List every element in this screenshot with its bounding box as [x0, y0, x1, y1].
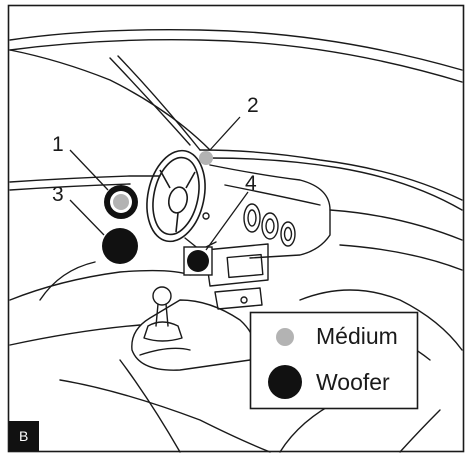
- speaker-1-medium: [104, 185, 138, 219]
- legend-medium-label: Médium: [316, 323, 398, 349]
- callout-2: 2: [247, 94, 259, 117]
- panel-badge-label: B: [19, 428, 28, 444]
- speaker-1-medium-dot: [113, 194, 129, 210]
- legend-woofer-label: Woofer: [316, 369, 390, 395]
- callout-1: 1: [52, 133, 64, 156]
- callout-3: 3: [52, 183, 64, 206]
- speaker-3-woofer: [102, 228, 138, 264]
- speaker-4-woofer: [184, 247, 212, 275]
- speaker-2-medium: [199, 151, 213, 165]
- legend: Médium Woofer: [251, 313, 418, 409]
- legend-medium-swatch: [276, 328, 294, 346]
- callout-4: 4: [245, 172, 257, 195]
- legend-woofer-swatch: [268, 365, 302, 399]
- speaker-4-woofer-dot: [187, 250, 209, 272]
